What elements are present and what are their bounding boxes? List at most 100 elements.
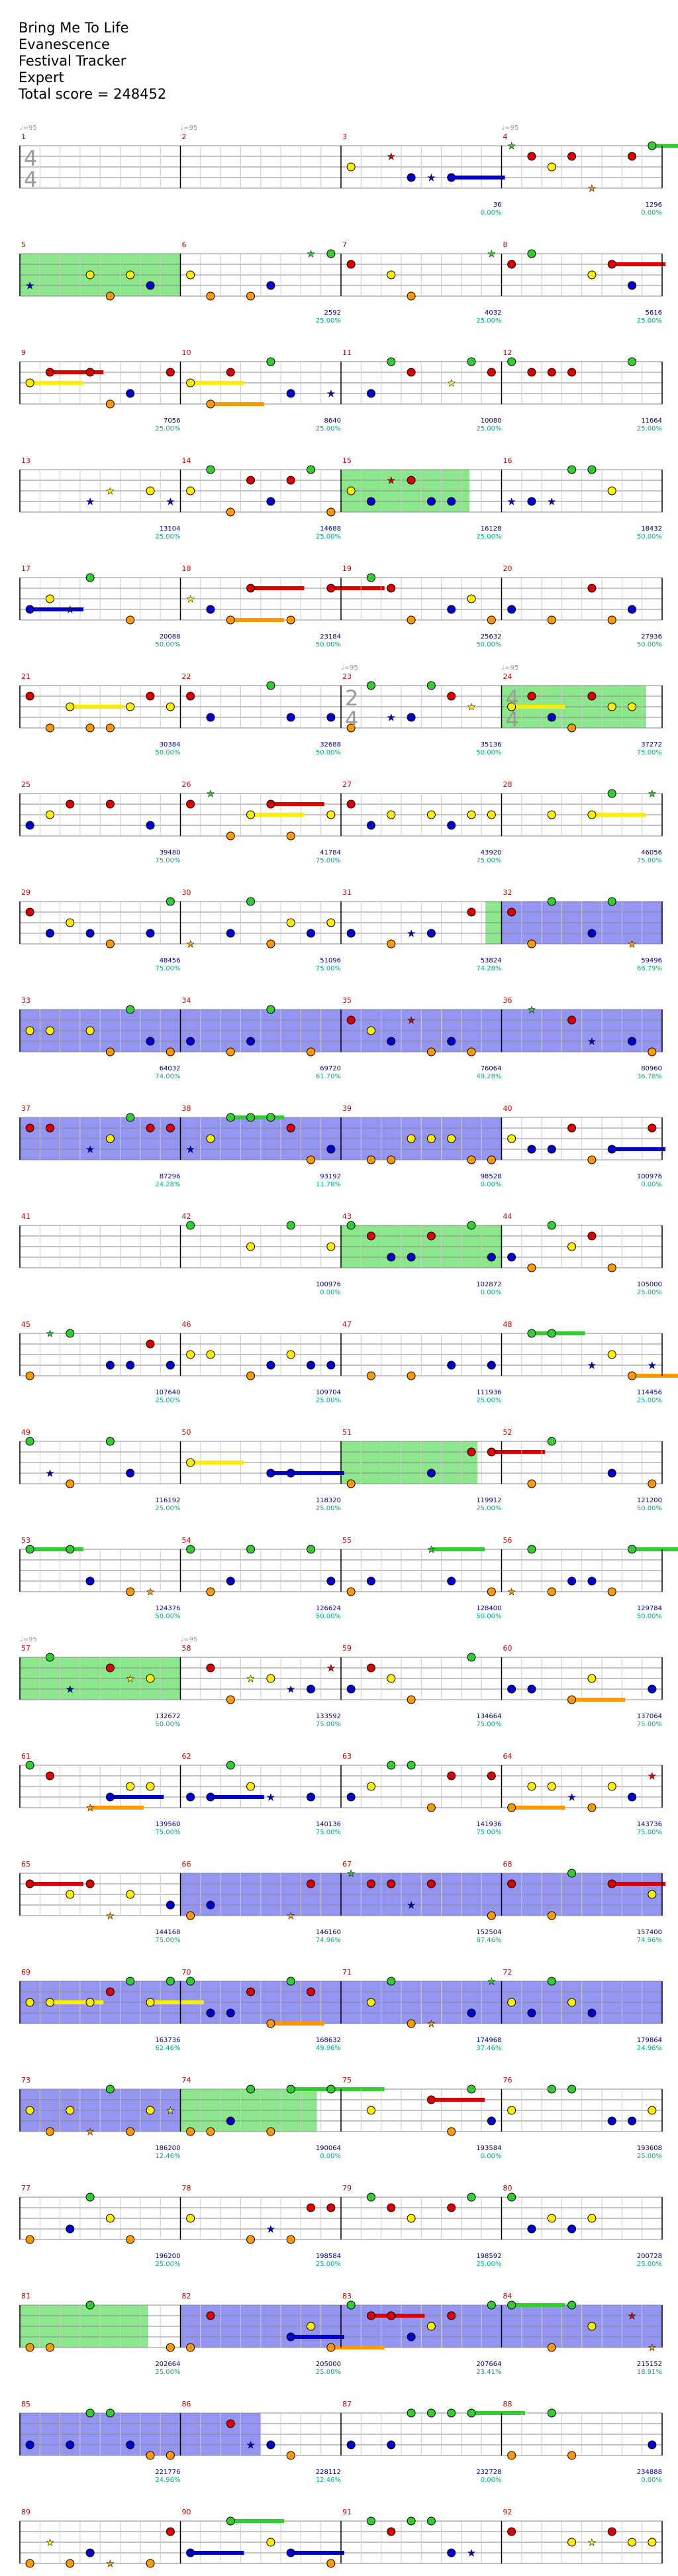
note-gem xyxy=(85,1998,95,2007)
note-gem xyxy=(426,1803,436,1812)
sustain-tail xyxy=(291,1471,345,1475)
note-gem xyxy=(126,1005,135,1014)
note-gem xyxy=(507,605,516,614)
measure-score: 174968 xyxy=(476,2037,501,2044)
measure-score: 35136 xyxy=(481,741,502,748)
measure-percent: 25.00% xyxy=(155,425,180,433)
sustain-tail xyxy=(70,705,124,709)
note-gem xyxy=(206,291,215,301)
note-gem xyxy=(25,692,34,701)
note-gem xyxy=(366,1155,375,1164)
measure-percent: 50.00% xyxy=(637,1613,662,1620)
star-note: ★ xyxy=(307,249,315,260)
measure-number: 82 xyxy=(182,2292,191,2300)
measure-percent: 25.00% xyxy=(637,1397,662,1404)
note-gem xyxy=(407,2516,416,2526)
note-gem xyxy=(126,389,135,398)
note-gem xyxy=(186,2127,195,2136)
note-gem xyxy=(366,1576,375,1586)
measure-percent: 75.00% xyxy=(155,1937,180,1944)
measure-score: 119912 xyxy=(476,1497,501,1504)
sustain-tail xyxy=(511,2303,565,2307)
star-note: ★ xyxy=(447,378,456,389)
sustain-tail xyxy=(632,1547,678,1551)
note-gem xyxy=(45,929,54,938)
note-gem xyxy=(628,2538,637,2547)
sustain-tail xyxy=(250,586,305,590)
note-gem xyxy=(567,465,577,474)
measure-number: 77 xyxy=(21,2184,30,2192)
measure-percent: 23.41% xyxy=(476,2369,501,2376)
song-artist: Evanescence xyxy=(19,36,110,52)
measure-score: 215152 xyxy=(637,2361,662,2368)
note-gem xyxy=(648,2538,657,2547)
time-signature-top: 4 xyxy=(24,146,37,171)
star-note: ★ xyxy=(648,1361,657,1371)
star-note: ★ xyxy=(186,594,195,605)
measure-number: 87 xyxy=(342,2400,352,2408)
note-gem xyxy=(286,615,295,625)
staff-row: 172008850.00%★182318450.00%★192563250.00… xyxy=(19,564,663,648)
measure-score: 87296 xyxy=(160,1173,181,1180)
note-gem xyxy=(307,1545,316,1554)
note-gem xyxy=(206,1663,215,1673)
measure-score: 16128 xyxy=(481,525,502,533)
star-note: ★ xyxy=(347,1869,356,1879)
measure-score: 179864 xyxy=(637,2037,662,2044)
star-note: ★ xyxy=(467,2548,476,2559)
sustain-tail xyxy=(30,1882,83,1886)
measure-number: 32 xyxy=(503,888,512,897)
measure-score: 11664 xyxy=(641,417,662,425)
measure-number: 31 xyxy=(342,888,352,897)
note-gem xyxy=(186,1221,195,1230)
measure-number: 12 xyxy=(503,348,512,357)
note-gem xyxy=(326,2559,336,2568)
note-gem xyxy=(547,1587,556,1596)
staff-row: 8522177624.96%8622811212.46%★872327280.0… xyxy=(19,2400,663,2484)
note-gem xyxy=(146,1339,155,1349)
measure-number: 39 xyxy=(342,1104,352,1113)
star-note: ★ xyxy=(588,1037,597,1047)
measure-score: 105000 xyxy=(637,1281,662,1288)
sustain-tail xyxy=(612,1882,666,1886)
note-gem xyxy=(487,1911,496,1920)
note-gem xyxy=(547,1329,556,1338)
note-gem xyxy=(547,1977,556,1986)
note-gem xyxy=(547,1145,556,1154)
measure-number: 88 xyxy=(503,2400,512,2408)
note-gem xyxy=(628,2116,637,2126)
measure-percent: 61.70% xyxy=(316,1073,341,1080)
note-gem xyxy=(126,1890,135,1899)
note-gem xyxy=(527,2008,536,2018)
star-note: ★ xyxy=(126,1674,134,1684)
note-gem xyxy=(45,1653,54,1662)
note-gem xyxy=(105,799,115,809)
note-gem xyxy=(146,2106,155,2115)
note-gem xyxy=(346,2440,356,2449)
sustain-tail xyxy=(210,1795,264,1799)
note-gem xyxy=(547,713,556,722)
note-gem xyxy=(85,270,95,280)
note-gem xyxy=(366,2106,375,2115)
measure-number: 78 xyxy=(182,2184,191,2192)
note-gem xyxy=(25,1998,34,2007)
note-gem xyxy=(126,1782,135,1791)
note-gem xyxy=(25,605,34,614)
staff-row: 213038450.00%223268850.00%233513650.00%★… xyxy=(19,672,663,756)
note-gem xyxy=(426,2408,436,2418)
measure-score: 221776 xyxy=(155,2469,180,2476)
measure-score: 157400 xyxy=(637,1929,662,1936)
note-gem xyxy=(447,1771,456,1780)
song-title: Bring Me To Life xyxy=(19,20,129,36)
note-gem xyxy=(467,1447,476,1457)
star-note: ★ xyxy=(427,173,436,183)
note-gem xyxy=(507,1803,516,1812)
note-gem xyxy=(607,1879,616,1888)
note-gem xyxy=(146,1782,155,1791)
measure-number: 30 xyxy=(182,888,191,897)
measure-number: 69 xyxy=(21,1968,30,1977)
measure-percent: 50.00% xyxy=(316,641,341,648)
note-gem xyxy=(567,2300,577,2310)
note-gem xyxy=(487,2300,496,2310)
